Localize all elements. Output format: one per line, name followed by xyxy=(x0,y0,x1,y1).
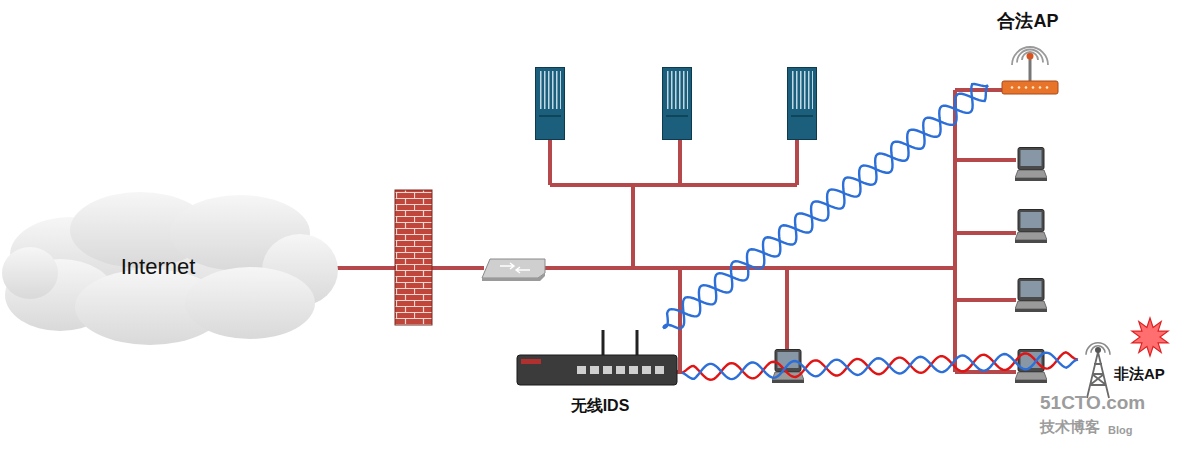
wireless-link xyxy=(682,352,1078,380)
legal-ap-node: 合法AP xyxy=(988,8,1072,100)
node-label: 无线IDS xyxy=(571,396,630,415)
node-label: 合法AP xyxy=(997,11,1058,33)
rogue-ap-node-shape xyxy=(1078,318,1174,398)
cloud-node: Internet xyxy=(0,185,340,350)
firewall-wall xyxy=(395,190,432,325)
ids-device xyxy=(517,330,677,385)
wireless-ids-node: 无线IDS xyxy=(517,328,682,423)
wireless-link xyxy=(663,84,988,328)
wave-strand xyxy=(682,352,1078,380)
wave-strand xyxy=(663,85,988,328)
rogue-ap-node: 非法AP xyxy=(1078,318,1174,398)
laptop xyxy=(1015,279,1047,313)
node-label: Internet xyxy=(121,254,196,280)
wave-strand xyxy=(663,84,988,328)
network-switch xyxy=(482,259,545,281)
access-point-icon xyxy=(1002,47,1058,94)
watermark: Blog xyxy=(1108,424,1132,437)
watermark: 技术博客 xyxy=(1040,418,1100,435)
wave-strand xyxy=(682,353,1078,379)
laptop xyxy=(1015,148,1047,182)
server xyxy=(788,68,817,140)
node-label: 非法AP xyxy=(1114,365,1165,383)
laptop xyxy=(1015,210,1047,244)
watermark: 51CTO.com xyxy=(1040,392,1145,414)
rogue-ap-tower xyxy=(1086,343,1110,398)
cloud-shape xyxy=(2,192,338,345)
server xyxy=(536,68,565,140)
server xyxy=(663,68,692,140)
alert-burst xyxy=(1132,318,1168,356)
